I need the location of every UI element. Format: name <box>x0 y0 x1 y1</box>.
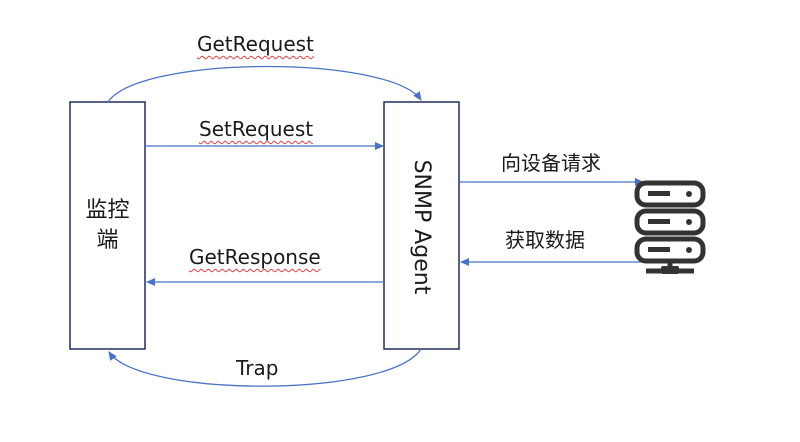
monitor-box <box>69 101 146 350</box>
get-request-label: GetRequest <box>197 32 314 56</box>
request-device-label: 向设备请求 <box>501 151 601 175</box>
agent-label: SNMP Agent <box>409 159 434 295</box>
set-request-label: SetRequest <box>199 117 314 141</box>
monitor-label-line2: 端 <box>96 227 119 253</box>
monitor-label: 监控 端 <box>70 196 145 255</box>
monitor-label-line1: 监控 <box>85 198 130 223</box>
trap-label: Trap <box>236 356 279 380</box>
trap-arrow <box>108 348 422 387</box>
get-response-label: GetResponse <box>189 245 321 269</box>
server-rack-icon <box>634 180 706 274</box>
get-request-arrow <box>107 65 422 103</box>
agent-box <box>383 101 460 350</box>
fetch-data-label: 获取数据 <box>505 228 585 252</box>
